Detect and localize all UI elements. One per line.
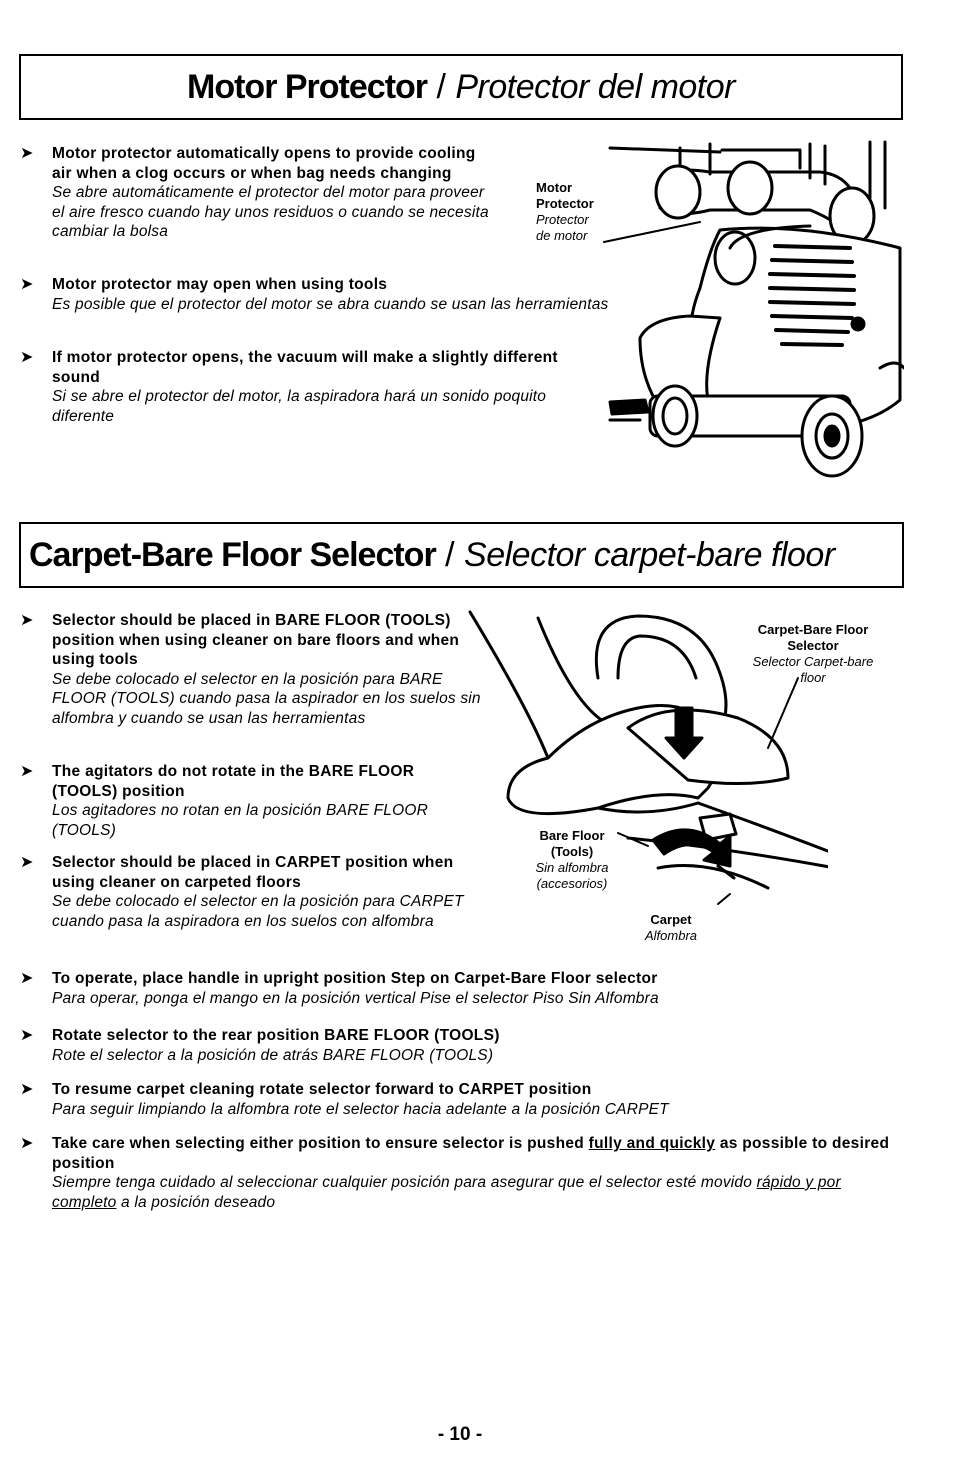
bullet-arrow-icon: ➤ xyxy=(20,763,34,780)
section-title: Carpet-Bare Floor Selector / Selector ca… xyxy=(29,536,835,575)
bullet-arrow-icon: ➤ xyxy=(20,612,34,629)
foot-selector-illustration xyxy=(468,610,828,905)
bullet-arrow-icon: ➤ xyxy=(20,349,34,366)
bullet-english: Selector should be placed in BARE FLOOR … xyxy=(52,612,460,668)
carpet-bullet-1: ➤ Selector should be placed in BARE FLOO… xyxy=(20,611,490,728)
bullet-spanish: Para seguir limpiando la alfombra rote e… xyxy=(52,1100,669,1118)
selector-callout: Carpet-Bare Floor Selector Selector Carp… xyxy=(748,622,878,686)
bullet-spanish: Si se abre el protector del motor, la as… xyxy=(52,388,547,425)
bullet-english: To resume carpet cleaning rotate selecto… xyxy=(52,1081,592,1098)
callout-es-line1: Protector xyxy=(536,212,589,227)
bullet-arrow-icon: ➤ xyxy=(20,1081,34,1098)
carpet-bullet-5: ➤ Rotate selector to the rear position B… xyxy=(20,1026,900,1065)
bullet-spanish: Rote el selector a la posición de atrás … xyxy=(52,1046,494,1064)
bullet-spanish: Siempre tenga cuidado al seleccionar cua… xyxy=(52,1173,900,1212)
bullet-english: Motor protector may open when using tool… xyxy=(52,276,388,293)
text-pre: Take care when selecting either position… xyxy=(52,1135,589,1152)
bullet-spanish: Se abre automáticamente el protector del… xyxy=(52,184,489,240)
bullet-spanish: Se debe colocado el selector en la posic… xyxy=(52,670,481,727)
callout-es-line2: de motor xyxy=(536,228,588,243)
bullet-english: The agitators do not rotate in the BARE … xyxy=(52,763,415,800)
carpet-label-en: Carpet xyxy=(650,912,692,927)
carpet-bullet-2: ➤ The agitators do not rotate in the BAR… xyxy=(20,762,450,840)
title-separator: / xyxy=(427,67,456,106)
carpet-bare-floor-header: Carpet-Bare Floor Selector / Selector ca… xyxy=(19,522,904,588)
underlined-text: fully and quickly xyxy=(588,1135,716,1152)
bullet-english: Selector should be placed in CARPET posi… xyxy=(52,854,454,891)
callout-en-line2: Protector xyxy=(536,196,594,211)
bullet-spanish: Se debe colocado el selector en la posic… xyxy=(52,893,464,930)
bare-floor-tools-label-en: (Tools) xyxy=(550,844,594,859)
bullet-spanish: Para operar, ponga el mango en la posici… xyxy=(52,989,659,1007)
bullet-arrow-icon: ➤ xyxy=(20,276,34,293)
underlined-text: rápido y por completo xyxy=(52,1174,841,1211)
carpet-bullet-3: ➤ Selector should be placed in CARPET po… xyxy=(20,853,500,931)
bullet-arrow-icon: ➤ xyxy=(20,1135,34,1152)
text-post: a la posición deseado xyxy=(116,1193,276,1211)
bullet-arrow-icon: ➤ xyxy=(20,1027,34,1044)
page-number: - 10 - xyxy=(437,1424,483,1445)
motor-bullet-2: ➤ Motor protector may open when using to… xyxy=(20,275,640,314)
section-title: Motor Protector / Protector del motor xyxy=(187,68,735,107)
motor-bullet-3: ➤ If motor protector opens, the vacuum w… xyxy=(20,348,590,426)
motor-protector-callout: Motor Protector Protector de motor xyxy=(536,180,594,244)
title-english: Carpet-Bare Floor Selector xyxy=(29,535,437,574)
title-spanish: Protector del motor xyxy=(455,67,735,106)
bullet-english: Motor protector automatically opens to p… xyxy=(52,145,476,182)
carpet-bullet-7: ➤ Take care when selecting either positi… xyxy=(20,1134,900,1212)
selector-label-en: Carpet-Bare Floor Selector xyxy=(757,622,869,653)
title-spanish: Selector carpet-bare floor xyxy=(464,535,835,574)
bullet-english: If motor protector opens, the vacuum wil… xyxy=(52,349,558,386)
carpet-label-es: Alfombra xyxy=(644,928,698,943)
bullet-english: Rotate selector to the rear position BAR… xyxy=(52,1027,500,1044)
title-separator: / xyxy=(435,535,465,574)
bullet-arrow-icon: ➤ xyxy=(20,145,34,162)
motor-protector-header: Motor Protector / Protector del motor xyxy=(19,54,903,120)
motor-bullet-1: ➤ Motor protector automatically opens to… xyxy=(20,144,490,242)
vacuum-motor-illustration xyxy=(603,140,904,478)
carpet-bullet-4: ➤ To operate, place handle in upright po… xyxy=(20,969,900,1008)
title-english: Motor Protector xyxy=(187,67,428,106)
bullet-english: To operate, place handle in upright posi… xyxy=(52,970,658,987)
bare-floor-label-es: Sin alfombra xyxy=(535,860,609,875)
selector-label-es: Selector Carpet-bare floor xyxy=(752,654,874,685)
bare-floor-label-en: Bare Floor xyxy=(539,828,605,843)
bullet-arrow-icon: ➤ xyxy=(20,970,34,987)
bullet-spanish: Es posible que el protector del motor se… xyxy=(52,295,609,313)
bullet-spanish: Los agitadores no rotan en la posición B… xyxy=(52,802,428,839)
bare-floor-tools-label-es: (accesorios) xyxy=(536,876,608,891)
callout-en-line1: Motor xyxy=(536,180,573,195)
text-pre: Siempre tenga cuidado al seleccionar cua… xyxy=(52,1174,757,1191)
bullet-english: Take care when selecting either position… xyxy=(52,1134,900,1173)
carpet-bullet-6: ➤ To resume carpet cleaning rotate selec… xyxy=(20,1080,900,1119)
carpet-callout: Carpet Alfombra xyxy=(636,912,706,944)
bullet-arrow-icon: ➤ xyxy=(20,854,34,871)
text-post: as possible to desired position xyxy=(52,1135,890,1172)
bare-floor-callout: Bare Floor (Tools) Sin alfombra (accesor… xyxy=(522,828,622,892)
